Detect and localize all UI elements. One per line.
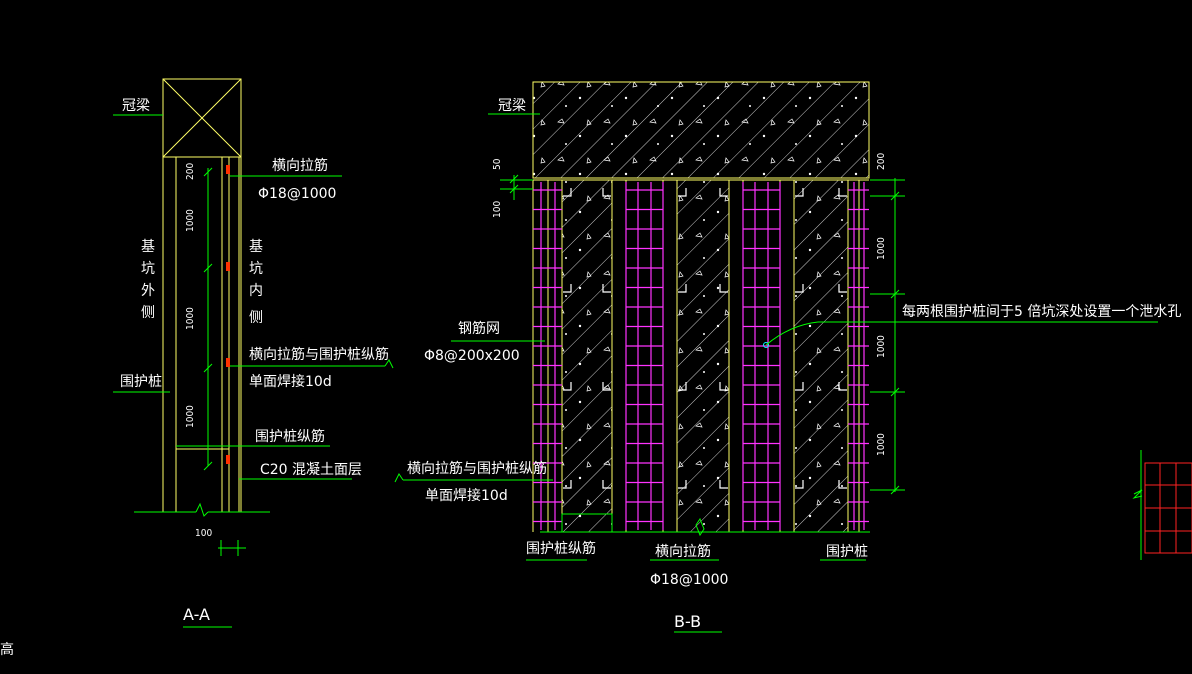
bb-rebar-mesh-rows (533, 189, 869, 523)
edge-text: 高 (0, 641, 14, 658)
aa-weld-note-2: 单面焊接10d (249, 373, 332, 390)
aa-outer-side-4: 侧 (141, 305, 155, 321)
bb-tie-bar-ticks (563, 188, 847, 489)
bb-dim-1000-c: 1000 (876, 433, 887, 456)
aa-dim-1000-b: 1000 (185, 307, 196, 330)
aa-title: A-A (183, 605, 210, 624)
aa-long-bar-label: 围护桩纵筋 (255, 428, 325, 445)
aa-weld-note-1: 横向拉筋与围护桩纵筋 (249, 346, 389, 363)
aa-dim-1000-a: 1000 (185, 209, 196, 232)
bb-weld-note-1: 横向拉筋与围护桩纵筋 (407, 460, 547, 477)
bb-crown-beam-label: 冠梁 (498, 98, 526, 114)
bb-soil-strips (562, 180, 848, 532)
aa-dimension-line (203, 167, 213, 471)
aa-concrete-label: C20 混凝土面层 (260, 462, 362, 478)
aa-tie-bar-spec: Φ18@1000 (258, 186, 336, 202)
aa-inner-side-4: 侧 (249, 310, 263, 326)
bb-dim-100: 100 (492, 201, 503, 218)
bb-drain-hole (763, 342, 769, 348)
aa-inner-side-2: 坑 (249, 261, 263, 277)
bb-long-bar-label: 围护桩纵筋 (526, 540, 596, 557)
aa-dim-1000-c: 1000 (185, 405, 196, 428)
bb-mesh-spec: Φ8@200x200 (424, 348, 520, 364)
aa-outer-side-1: 基 (141, 238, 155, 255)
aa-outer-side-3: 外 (141, 283, 155, 299)
section-aa: 200 1000 1000 1000 冠梁 横向拉筋 Φ18@1000 基 坑 … (113, 78, 394, 628)
aa-crown-beam-box (162, 78, 242, 158)
bb-dim-200-right: 200 (876, 153, 887, 170)
bb-crown-beam-outline (532, 81, 870, 179)
aa-leader-lines (113, 114, 394, 628)
bb-pile-label: 围护桩 (826, 543, 868, 560)
bb-leader-lines (394, 113, 1158, 633)
bb-rebar-mesh (540, 182, 865, 530)
aa-crown-beam-label: 冠梁 (122, 98, 150, 114)
aa-inner-side-3: 内 (249, 283, 263, 299)
section-bb: 50 100 200 1000 1000 1000 冠梁 钢筋网 Φ8@200x… (394, 81, 1181, 633)
bb-dim-50: 50 (492, 158, 503, 170)
aa-tie-bar-label: 横向拉筋 (272, 157, 328, 174)
bb-mesh-label: 钢筋网 (458, 320, 500, 337)
bb-drain-note: 每两根围护桩间于5 倍坑深处设置一个泄水孔 (902, 303, 1181, 320)
bb-weld-note-2: 单面焊接10d (425, 487, 508, 504)
bb-dimension-lines (500, 174, 905, 495)
aa-dim-200: 200 (185, 163, 196, 180)
bb-dim-1000-a: 1000 (876, 237, 887, 260)
bb-tie-bar-spec: Φ18@1000 (650, 572, 728, 588)
bb-tie-bar-label: 横向拉筋 (655, 543, 711, 560)
aa-inner-side-1: 基 (249, 238, 263, 255)
aa-weld-marks (226, 165, 230, 464)
bb-dim-1000-b: 1000 (876, 335, 887, 358)
edge-partial-detail (1132, 450, 1192, 560)
aa-pile-label: 围护桩 (120, 373, 162, 390)
aa-outer-side-2: 坑 (141, 261, 155, 277)
aa-bottom-dim: 100 (195, 528, 212, 539)
bb-title: B-B (674, 612, 701, 631)
aa-column-outline (162, 157, 242, 512)
